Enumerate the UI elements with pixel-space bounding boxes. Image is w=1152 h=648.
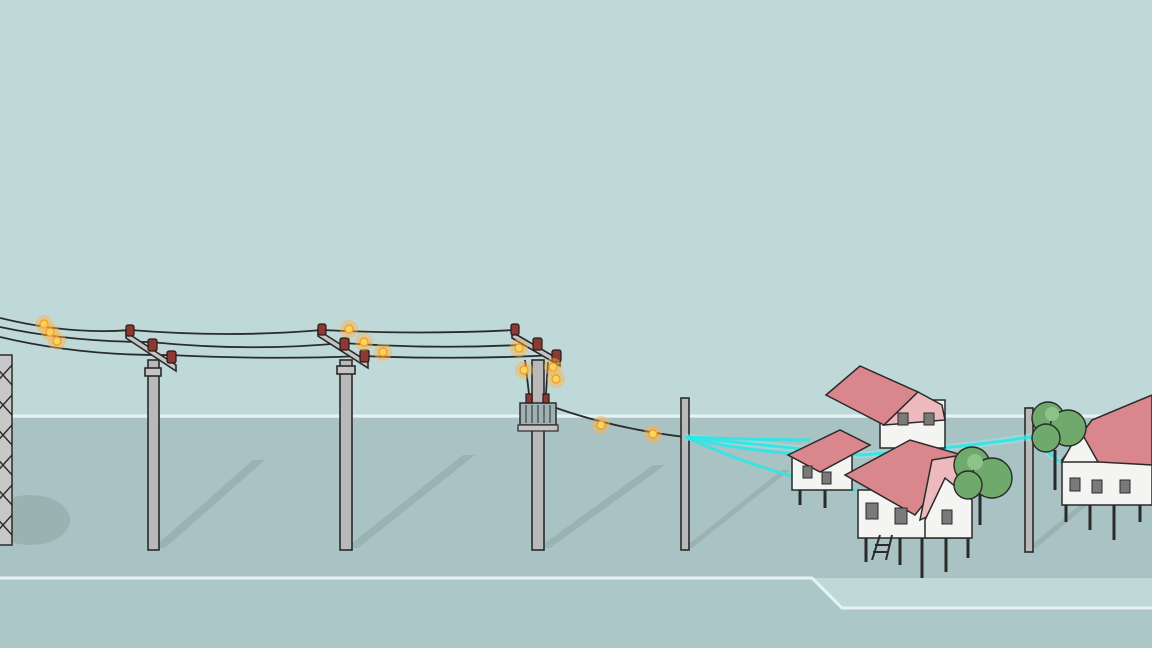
utility-pole-3-with-transformer (510, 323, 562, 551)
utility-pole-5 (1024, 407, 1034, 553)
energy-glow (544, 358, 562, 376)
energy-glow (48, 332, 66, 350)
power-lines (0, 317, 686, 438)
energy-glow (374, 343, 392, 361)
energy-glow (547, 370, 565, 388)
transformer (517, 359, 559, 432)
energy-glow (644, 425, 662, 443)
utility-pole-4 (680, 397, 690, 551)
house-stairs (871, 534, 893, 561)
utility-pole-2 (317, 323, 370, 551)
road (0, 578, 1152, 648)
energy-glow (340, 320, 358, 338)
tree-middle (953, 446, 1013, 525)
utility-pole-1 (125, 324, 177, 551)
road-edge-line (0, 576, 1152, 610)
house-right (1060, 394, 1152, 540)
energy-glow (592, 416, 610, 434)
transmission-tower (0, 354, 70, 546)
house-left (786, 429, 872, 508)
pole-shadows (153, 455, 1100, 548)
house-back (824, 365, 946, 470)
energy-glow (515, 361, 533, 379)
energy-glow (510, 339, 528, 357)
energy-glows (35, 315, 662, 443)
sky (0, 0, 1152, 418)
energy-glow (355, 333, 373, 351)
energy-glow (41, 323, 59, 341)
tree-right (1031, 401, 1087, 490)
